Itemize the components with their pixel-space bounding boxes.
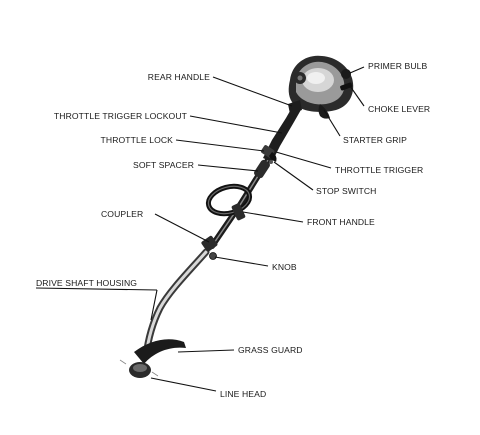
line-head-part [119, 359, 159, 378]
rear-handle-label: REAR HANDLE [148, 72, 210, 82]
drive-shaft-housing-label: DRIVE SHAFT HOUSING [36, 278, 137, 288]
choke-lever-part [340, 82, 353, 91]
primer-bulb-part [341, 69, 351, 79]
throttle-trigger-part [269, 152, 277, 162]
leader-lines [35, 66, 365, 392]
throttle-lock-label: THROTTLE LOCK [101, 135, 174, 145]
front-handle-label: FRONT HANDLE [307, 217, 375, 227]
labels: REAR HANDLE THROTTLE TRIGGER LOCKOUT THR… [36, 61, 430, 399]
line-head-label: LINE HEAD [220, 389, 266, 399]
rear-handle-part [261, 104, 302, 164]
coupler-label: COUPLER [101, 209, 143, 219]
choke-lever-label: CHOKE LEVER [368, 104, 430, 114]
front-handle-part [205, 183, 253, 221]
soft-spacer-part [254, 159, 270, 179]
primer-bulb-label: PRIMER BULB [368, 61, 428, 71]
knob-label: KNOB [272, 262, 297, 272]
drive-shaft-housing-part [142, 248, 210, 360]
throttle-trigger-label: THROTTLE TRIGGER [335, 165, 423, 175]
knob-part [209, 252, 217, 260]
trimmer-illustration [119, 55, 354, 378]
grass-guard-label: GRASS GUARD [238, 345, 303, 355]
grass-guard-part [134, 339, 186, 364]
starter-grip-label: STARTER GRIP [343, 135, 407, 145]
stop-switch-label: STOP SWITCH [316, 186, 376, 196]
stop-switch-part [269, 160, 273, 164]
throttle-trigger-lockout-label: THROTTLE TRIGGER LOCKOUT [54, 111, 188, 121]
engine-part [288, 55, 354, 119]
soft-spacer-label: SOFT SPACER [133, 160, 194, 170]
